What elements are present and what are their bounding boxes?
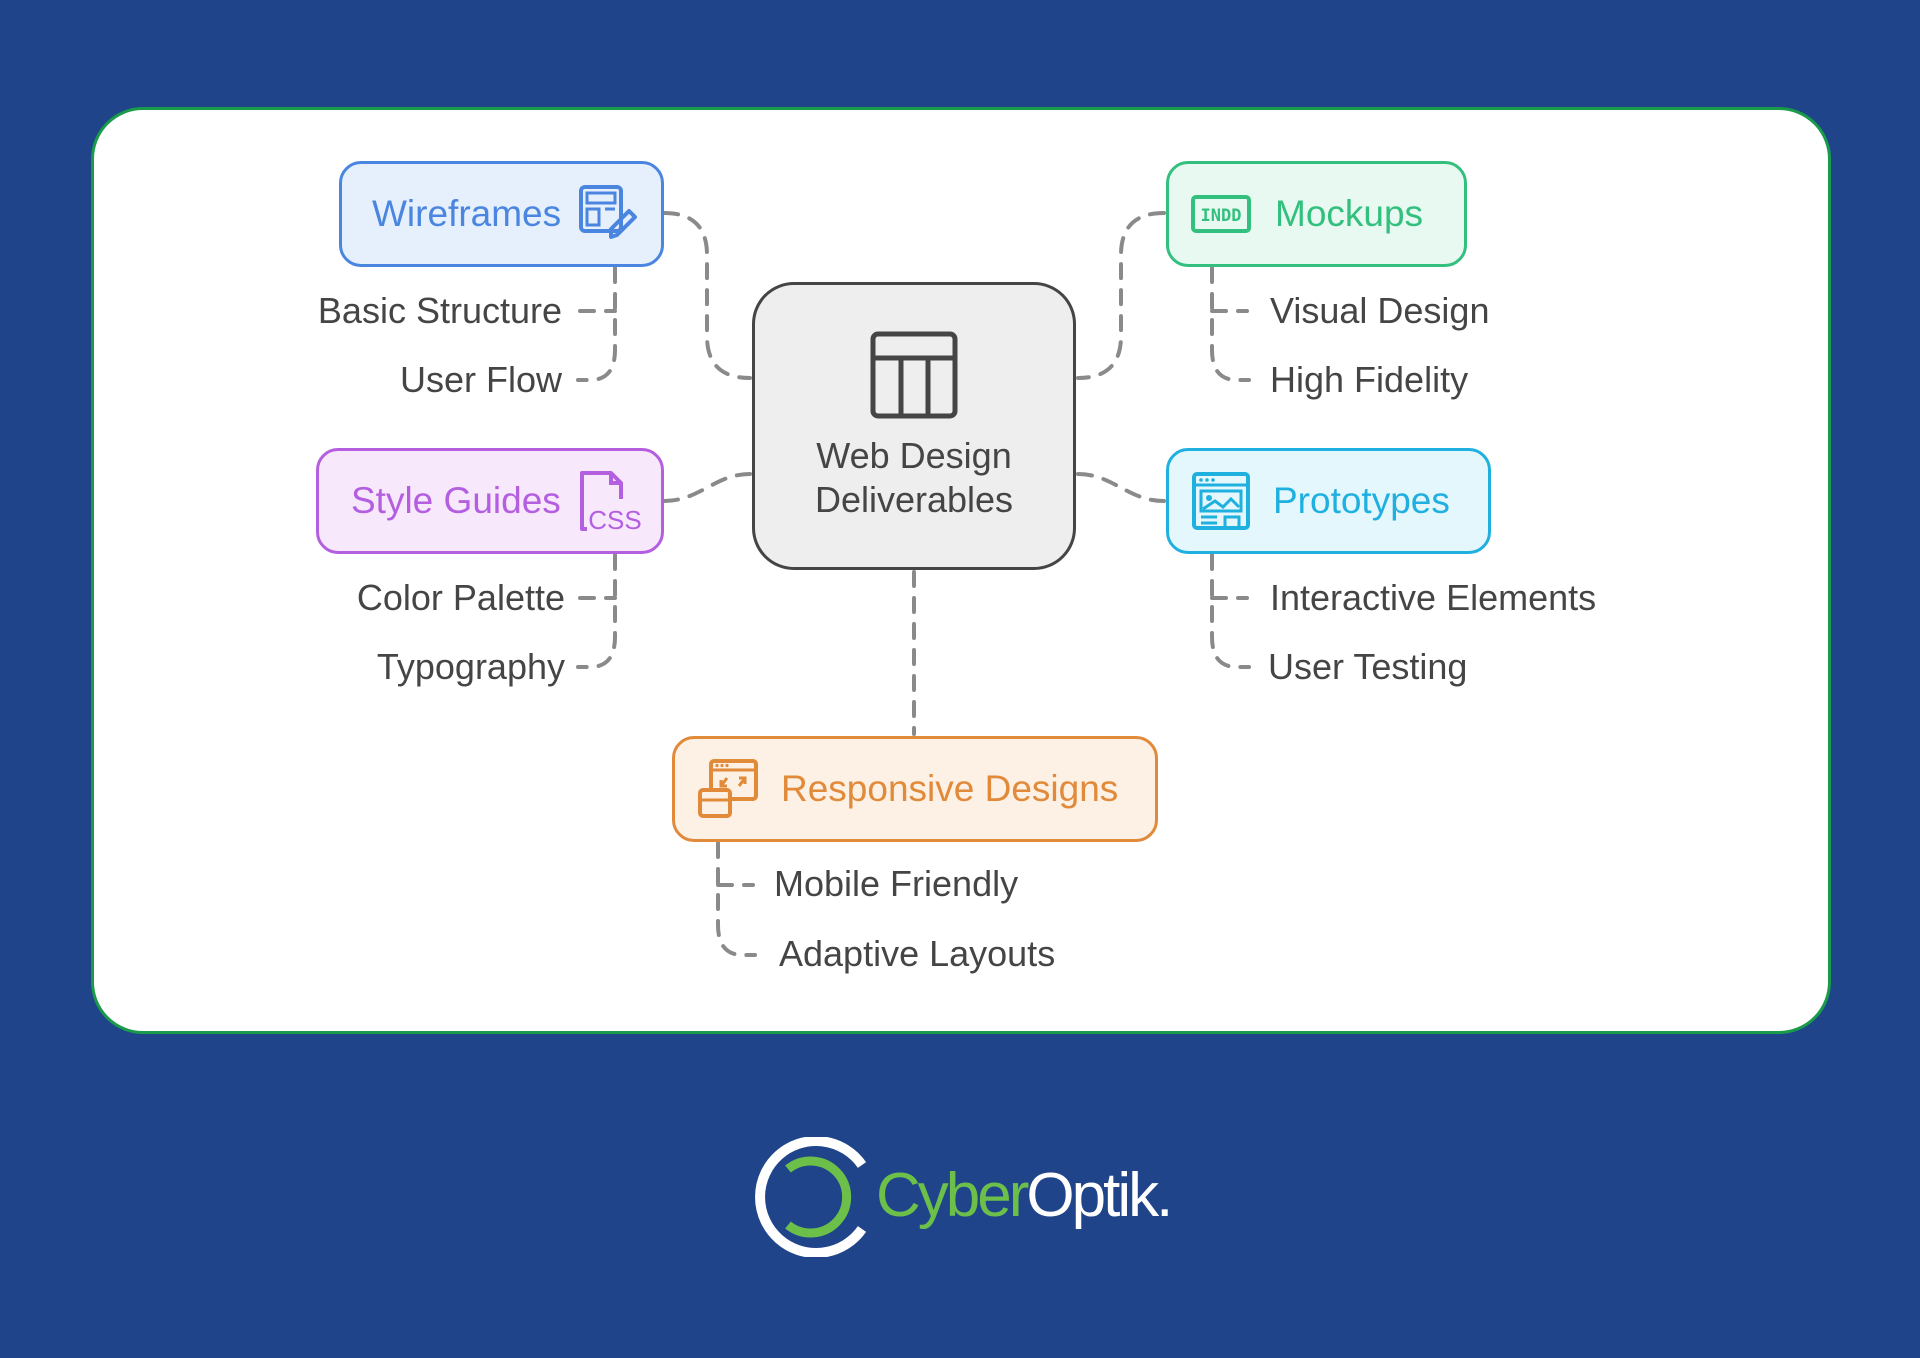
sub-connector-prototypes [1210, 553, 1251, 669]
responsive-item-2: Adaptive Layouts [779, 933, 1056, 974]
mockups-item-1: Visual Design [1270, 290, 1490, 331]
center-title: Web Design Deliverables [815, 434, 1013, 522]
brand-part-cyber: Cyber [876, 1161, 1029, 1230]
connector-style-guides [662, 472, 752, 503]
wireframes-item-1: Basic Structure [317, 290, 562, 331]
browser-image-icon [1192, 472, 1250, 530]
prototypes-item-2: User Testing [1268, 646, 1468, 687]
sub-connector-style-guides [576, 553, 617, 669]
mockups-item-2: High Fidelity [1270, 359, 1469, 400]
css-file-icon: CSS [579, 471, 641, 533]
prototypes-label: Prototypes [1273, 480, 1450, 521]
brand-part-optik: Optik. [1026, 1161, 1173, 1230]
responsive-designs-label: Responsive Designs [781, 768, 1119, 809]
mockups-label: Mockups [1275, 193, 1424, 234]
node-style-guides[interactable]: Style Guides CSS [316, 448, 664, 554]
sub-connector-mockups [1210, 266, 1251, 382]
node-mockups[interactable]: INDD Mockups [1166, 161, 1467, 267]
style-guides-item-1: Color Palette [356, 577, 565, 618]
center-node[interactable]: Web Design Deliverables [752, 282, 1076, 570]
connector-mockups [1076, 211, 1166, 380]
wireframes-label: Wireframes [372, 193, 562, 234]
svg-text:CSS: CSS [588, 505, 641, 533]
prototypes-item-1: Interactive Elements [1270, 577, 1597, 618]
wireframes-item-2: User Flow [399, 359, 562, 400]
table-layout-icon [870, 331, 958, 419]
node-prototypes[interactable]: Prototypes [1166, 448, 1491, 554]
node-wireframes[interactable]: Wireframes [339, 161, 664, 267]
connector-prototypes [1076, 472, 1166, 503]
center-title-line1: Web Design [816, 435, 1012, 476]
node-responsive-designs[interactable]: Responsive Designs [672, 736, 1158, 842]
responsive-item-1: Mobile Friendly [774, 863, 1019, 904]
wireframe-pencil-icon [579, 185, 638, 239]
style-guides-item-2: Typography [376, 646, 565, 687]
cyberoptik-logo-icon [755, 1137, 867, 1257]
style-guides-label: Style Guides [351, 480, 561, 521]
indd-file-icon: INDD [1191, 195, 1251, 233]
responsive-windows-icon [698, 759, 758, 818]
svg-text:INDD: INDD [1201, 206, 1242, 226]
sub-connector-wireframes [576, 266, 617, 382]
center-title-line2: Deliverables [814, 479, 1014, 520]
sub-connector-responsive [716, 841, 757, 957]
brand-wordmark: CyberOptik. [876, 1160, 1173, 1232]
connector-wireframes [662, 211, 752, 380]
